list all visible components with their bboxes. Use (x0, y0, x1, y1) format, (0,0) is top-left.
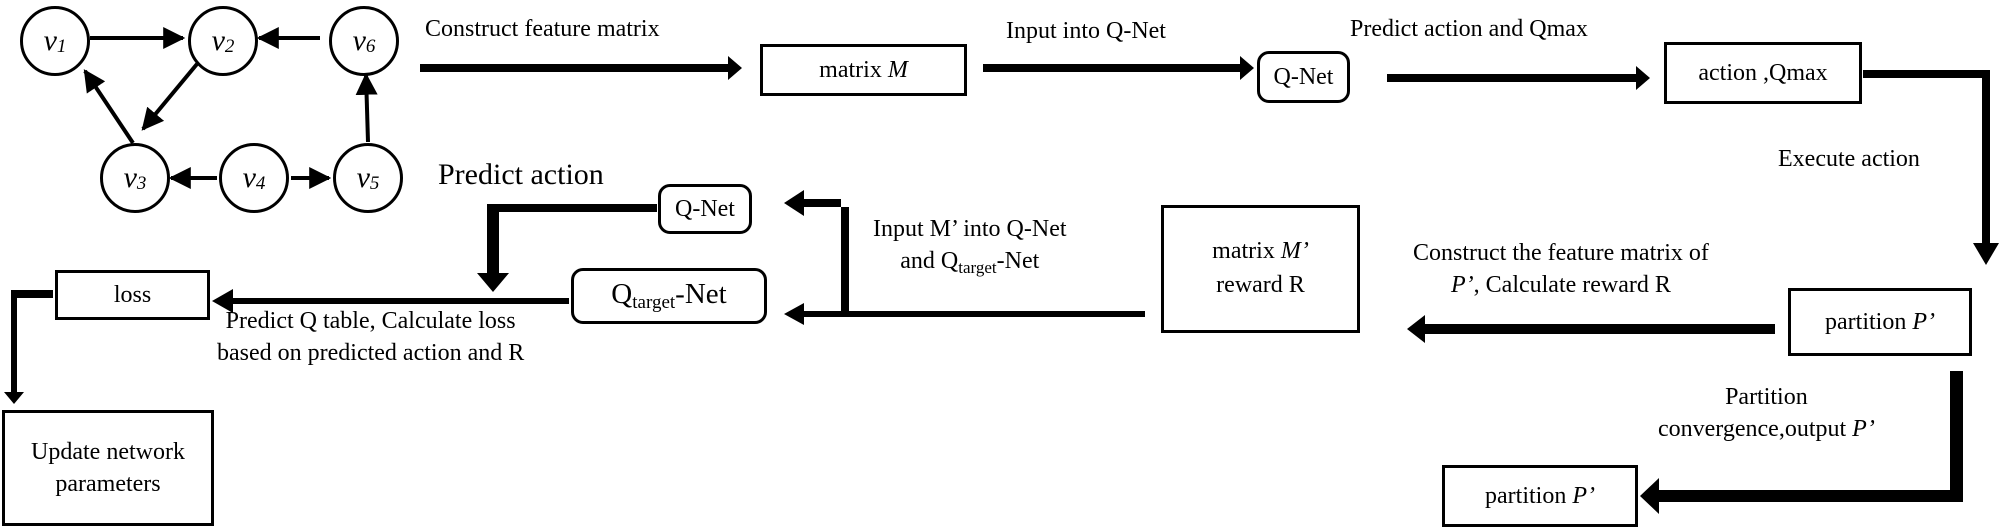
q-net-box-mid: Q-Net (658, 184, 752, 234)
edge-v2-v3 (141, 62, 199, 131)
arrow-loss (212, 289, 569, 313)
arrow-input-m-to-qtarget (784, 303, 1145, 325)
label-partition-convergence: Partition convergence,output P’ (1658, 384, 1875, 442)
arrow-input-m-to-qnet (784, 190, 849, 315)
label-input-m-prime: Input M’ into Q-Net and Qtarget-Net (873, 216, 1067, 277)
label-predict-qmax: Predict action and Qmax (1350, 16, 1588, 42)
arrow-predict-action (477, 204, 657, 292)
arrow-predict-qmax (1387, 66, 1650, 90)
arrow-input-qnet (983, 56, 1254, 80)
label-predict-action: Predict action (438, 158, 604, 191)
q-net-box-top: Q-Net (1257, 51, 1350, 103)
matrix-m-box: matrix M (760, 44, 967, 96)
matrix-m-prime-box: matrix M’ reward R (1161, 205, 1360, 333)
arrow-execute-action (1863, 70, 1999, 265)
arrow-update (4, 290, 53, 404)
label-input-qnet: Input into Q-Net (1006, 18, 1166, 44)
label-execute-action: Execute action (1778, 146, 1920, 172)
arrow-construct-feature (420, 56, 742, 80)
update-network-box: Update network parameters (2, 410, 214, 526)
label-construct-feature-p: Construct the feature matrix of P’, Calc… (1413, 240, 1709, 298)
partition-p-box: partition P’ (1788, 288, 1972, 356)
label-predict-q-table: Predict Q table, Calculate loss based on… (217, 308, 525, 366)
partition-p-output-box: partition P’ (1442, 465, 1638, 527)
q-target-net-box: Qtarget-Net (571, 268, 767, 324)
loss-box: loss (55, 270, 210, 320)
label-construct-feature: Construct feature matrix (425, 16, 660, 42)
edge-v3-v1 (83, 69, 135, 145)
arrow-construct-p (1407, 315, 1775, 343)
action-qmax-box: action ,Qmax (1664, 42, 1862, 104)
arrow-partition-convergence (1640, 371, 1963, 514)
edge-v5-v6 (355, 72, 378, 143)
